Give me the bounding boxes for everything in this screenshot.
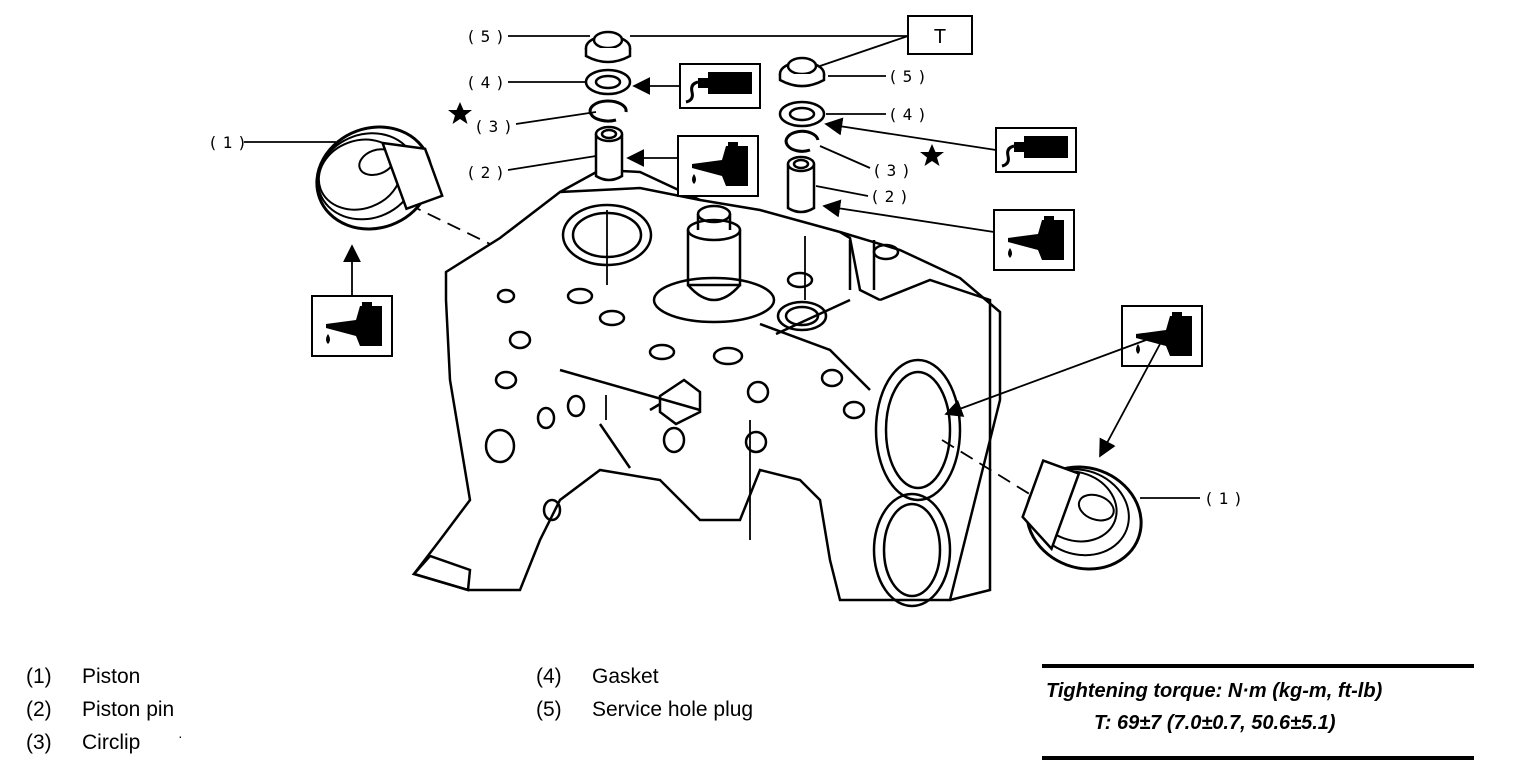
callout-gasket-left: (4)	[466, 73, 510, 92]
callout-piston-left: (1)	[208, 133, 252, 152]
circlip-left-icon	[588, 99, 628, 123]
oil-can-icon-piston-right	[1121, 305, 1203, 367]
stray-mark: ·	[178, 728, 183, 744]
oil-can-icon-pin-right	[993, 209, 1075, 271]
star-icon-left	[448, 102, 472, 124]
exploded-view-diagram: T (5) (4) (3) (2) (1) (5) (4) (3) (2) (1…	[208, 15, 1248, 608]
star-icon-right	[920, 144, 944, 166]
callout-plug-right: (5)	[888, 67, 932, 86]
callout-circlip-right: (3)	[872, 161, 916, 180]
legend-column-1: (1) Piston (2) Piston pin (3) Circlip	[26, 660, 174, 759]
gasket-right-icon	[778, 100, 826, 128]
gasket-left-icon	[584, 68, 632, 96]
legend-label: Circlip	[82, 731, 141, 754]
cylinder-block-icon	[411, 168, 1002, 608]
grease-tube-icon-right	[994, 126, 1078, 174]
legend-label: Piston	[82, 665, 141, 688]
legend-item: (5) Service hole plug	[536, 693, 753, 726]
legend-item: (3) Circlip	[26, 726, 174, 759]
torque-value: T: 69±7 (7.0±0.7, 50.6±5.1)	[1094, 712, 1336, 734]
callout-piston-right: (1)	[1204, 489, 1248, 508]
callout-gasket-right: (4)	[888, 105, 932, 124]
legend-number: (1)	[26, 665, 52, 688]
legend-label: Service hole plug	[592, 698, 754, 721]
legend-number: (5)	[536, 698, 562, 721]
legend-number: (2)	[26, 698, 52, 721]
legend-number: (4)	[536, 665, 562, 688]
torque-heading: Tightening torque: N·m (kg-m, ft-lb)	[1046, 680, 1383, 702]
callout-pin-right: (2)	[870, 187, 914, 206]
plug-right-icon	[778, 56, 826, 88]
legend-label: Piston pin	[82, 698, 175, 721]
legend-number: (3)	[26, 731, 52, 754]
legend-column-2: (4) Gasket (5) Service hole plug	[536, 660, 753, 726]
legend-label: Gasket	[592, 665, 659, 688]
pin-left-icon	[594, 125, 624, 182]
callout-pin-left: (2)	[466, 163, 510, 182]
plug-left-icon	[584, 30, 632, 64]
pin-right-icon	[786, 155, 816, 214]
torque-spec-box: Tightening torque: N·m (kg-m, ft-lb) T: …	[1042, 664, 1474, 760]
legend-item: (2) Piston pin	[26, 693, 174, 726]
torque-marker-label: T	[934, 26, 946, 48]
torque-marker: T	[907, 15, 973, 55]
circlip-right-icon	[784, 129, 820, 153]
callout-plug-left: (5)	[466, 27, 510, 46]
piston-right-icon	[1010, 449, 1158, 587]
grease-tube-icon-left	[678, 62, 762, 110]
callout-circlip-left: (3)	[474, 117, 518, 136]
oil-can-icon-piston-left	[311, 295, 393, 357]
piston-left-icon	[300, 109, 448, 247]
legend-item: (4) Gasket	[536, 660, 753, 693]
legend-item: (1) Piston	[26, 660, 174, 693]
oil-can-icon-pin-left	[677, 135, 759, 197]
